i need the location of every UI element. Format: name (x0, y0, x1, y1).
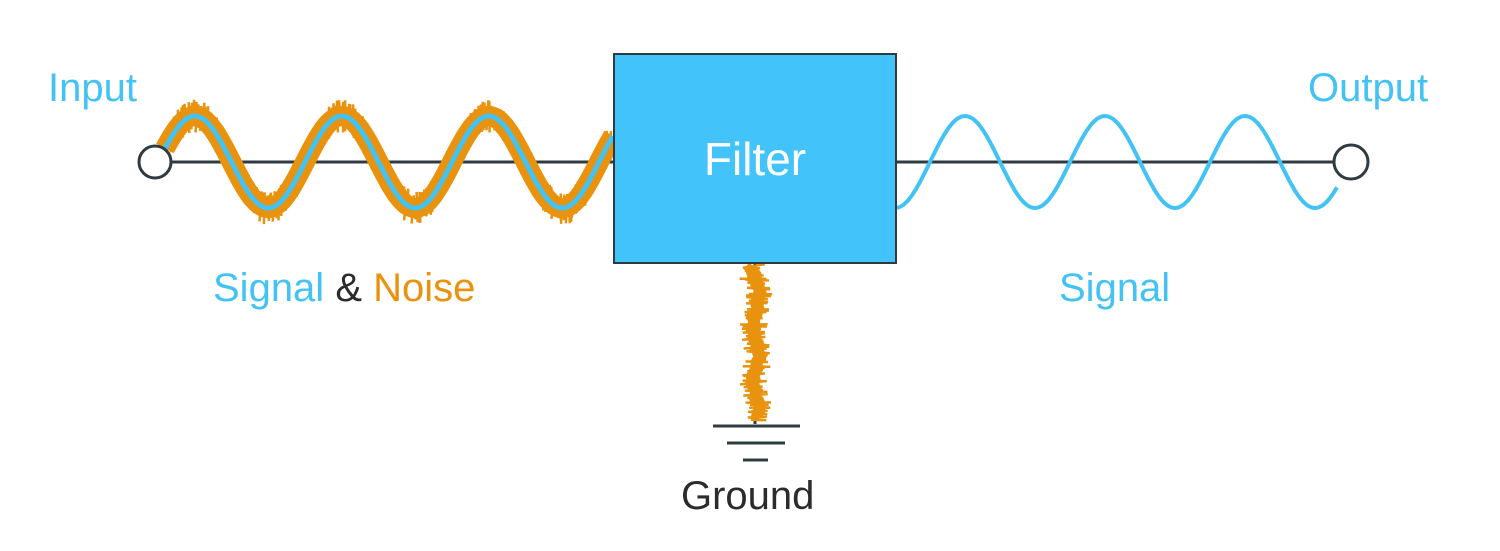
input-terminal (137, 144, 173, 180)
ground-label: Ground (681, 474, 815, 518)
input-label: Input (48, 66, 137, 110)
filter-label: Filter (703, 132, 807, 185)
output-label: Output (1308, 66, 1429, 110)
ground-noise-spikes (739, 262, 773, 422)
ground-noise (745, 262, 767, 422)
output-signal-wave (896, 113, 1339, 211)
caption-noise-word: Noise (373, 266, 476, 310)
caption-ampersand: & (335, 266, 363, 310)
signal-noise-caption: Signal & Noise (213, 268, 475, 308)
filter-block: Filter (613, 53, 897, 264)
output-signal-label: Signal (1059, 266, 1171, 310)
input-signal-wave (162, 113, 616, 211)
caption-signal-word: Signal (213, 266, 325, 310)
ground-symbol (713, 424, 800, 462)
output-terminal (1332, 143, 1370, 181)
